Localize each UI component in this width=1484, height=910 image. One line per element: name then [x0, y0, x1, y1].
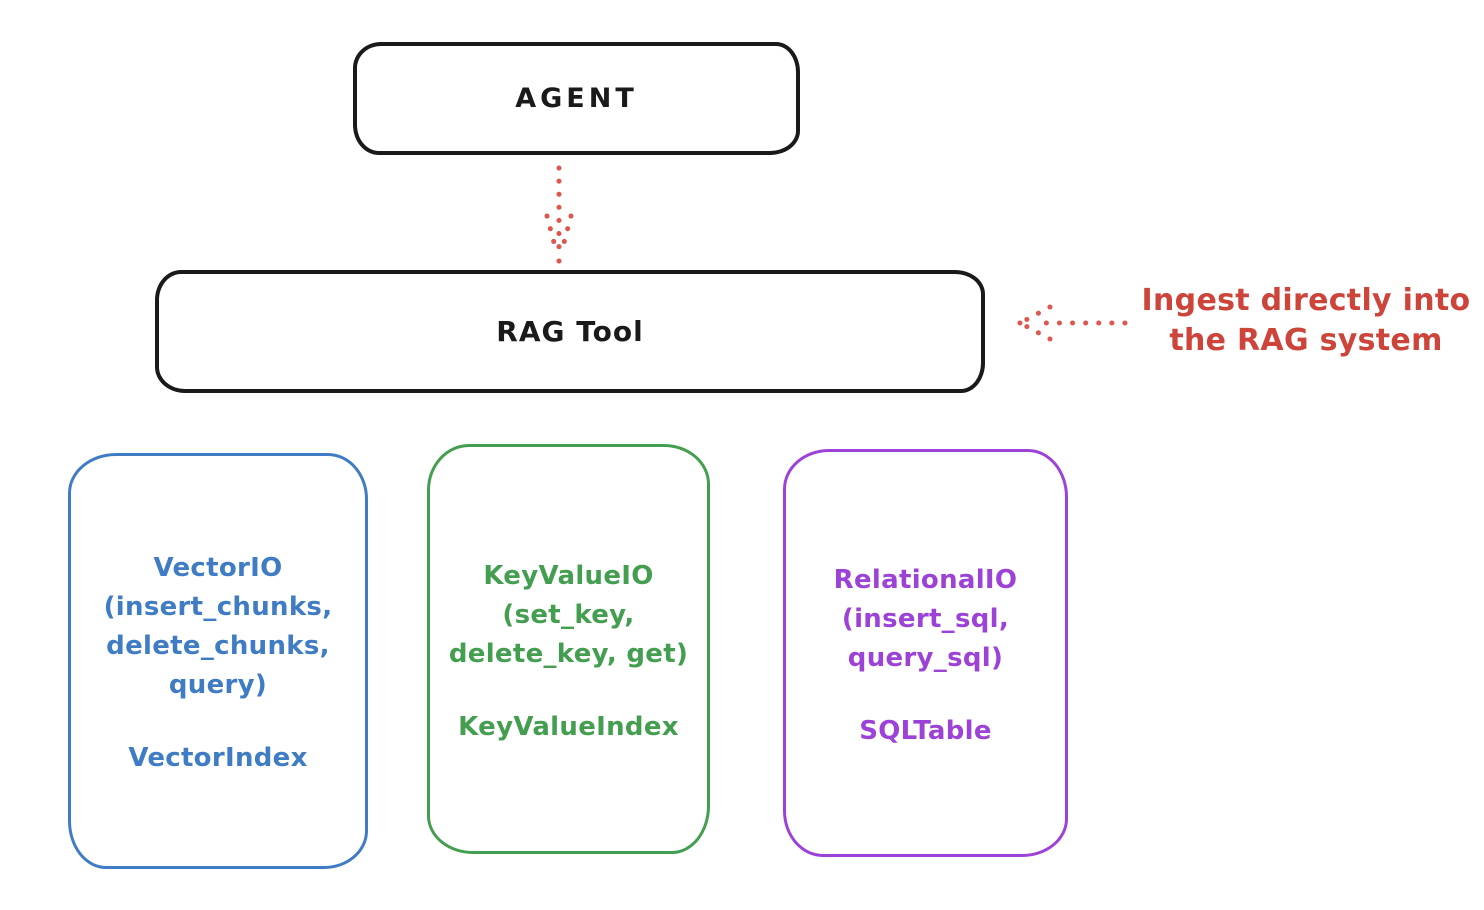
sql-table-label: SQLTable	[859, 715, 992, 746]
agent-label: AGENT	[515, 83, 638, 114]
keyvalue-index-label: KeyValueIndex	[458, 711, 679, 742]
relational-io-node: RelationalIO (insert_sql, query_sql) SQL…	[783, 449, 1068, 857]
relational-io-api-label: RelationalIO (insert_sql, query_sql)	[833, 564, 1018, 673]
ingest-annotation: Ingest directly into the RAG system	[1141, 283, 1471, 358]
arrow-agent-to-rag-icon	[544, 165, 574, 264]
keyvalue-io-node: KeyValueIO (set_key, delete_key, get) Ke…	[427, 444, 710, 854]
arrow-ingest-to-rag-icon	[1017, 304, 1128, 342]
keyvalue-io-api-label: KeyValueIO (set_key, delete_key, get)	[448, 560, 689, 669]
agent-node: AGENT	[353, 42, 800, 155]
vector-index-label: VectorIndex	[128, 743, 308, 773]
rag-tool-label: RAG Tool	[496, 315, 644, 348]
vector-io-node: VectorIO (insert_chunks, delete_chunks, …	[68, 453, 368, 869]
vector-io-api-label: VectorIO (insert_chunks, delete_chunks, …	[103, 553, 333, 700]
rag-tool-node: RAG Tool	[155, 270, 985, 393]
